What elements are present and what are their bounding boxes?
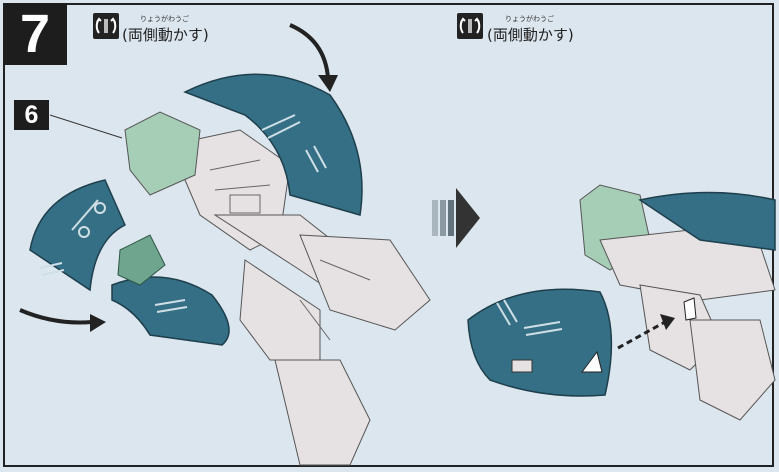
frame-part-right [579,184,776,421]
armor-top-left [183,73,363,216]
step-number-badge: 7 [3,3,67,65]
rotate-arrow-top [289,23,330,79]
attach-marker [581,350,603,373]
both-sides-move-icon [93,13,119,39]
frame-part-left [124,111,431,466]
both-sides-move-icon [457,13,483,39]
armor-right-top [638,191,776,251]
step-transition-arrow [432,188,480,248]
sub-part-badge: 6 [14,100,49,130]
joint-left [117,234,166,286]
armor-right-bottom-details [496,299,563,336]
armor-top-left-lines [261,114,327,173]
frame-details-left [209,159,371,341]
left-caption-furigana: りょうがわうご [140,15,189,23]
left-caption: (両側動かす) [122,26,209,44]
armor-left-wing [29,179,230,346]
part-leader-line [49,114,123,139]
armor-left-wing-details [39,199,188,313]
target-peg [683,297,697,321]
armor-right-bottom [467,288,613,397]
peg-hole [511,359,533,373]
rotate-arrow-bottom-head [90,314,106,332]
right-caption: (両側動かす) [487,26,574,44]
right-caption-furigana: りょうがわうご [505,15,554,23]
attach-arrow-right [617,320,666,350]
attach-arrow-head [660,314,675,330]
rotate-arrow-bottom [19,308,93,325]
rotate-arrow-top-head [318,75,338,92]
